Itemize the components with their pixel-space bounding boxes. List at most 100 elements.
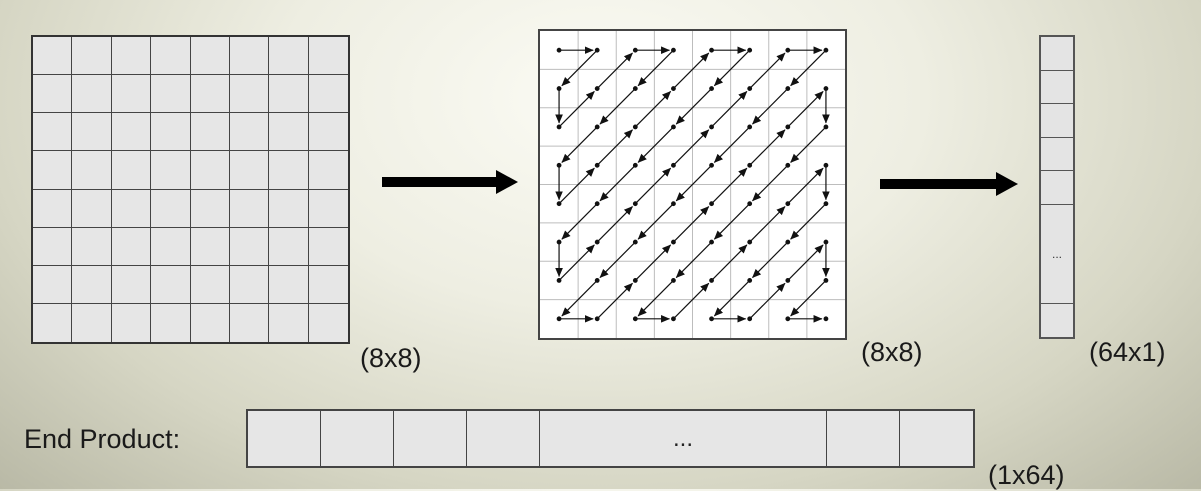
grid-cell	[33, 37, 73, 76]
column-vector-64x1: ...	[1039, 35, 1075, 339]
zigzag-arrow	[558, 90, 595, 128]
zigzag-arrow	[561, 126, 598, 163]
zigzag-arrow	[790, 203, 827, 240]
grid-cell	[308, 75, 348, 114]
grid-cell	[269, 303, 309, 342]
zigzag-arrow	[596, 129, 633, 166]
scan-point	[785, 278, 791, 283]
zigzag-arrow	[634, 167, 672, 205]
grid-cell	[111, 265, 152, 304]
grid-cell	[111, 75, 152, 114]
vector-cell	[1041, 171, 1073, 205]
grid-cell	[33, 303, 73, 342]
scan-point	[785, 124, 791, 130]
vector-cell	[1041, 304, 1073, 337]
grid-cell	[111, 227, 152, 266]
scan-point	[709, 162, 714, 168]
grid-cell	[190, 113, 230, 152]
scan-point	[785, 162, 791, 168]
zigzag-arrow	[711, 244, 748, 281]
scan-point	[671, 124, 676, 130]
scan-point	[785, 239, 791, 245]
zigzag-arrow	[749, 282, 786, 320]
scan-point	[632, 47, 638, 53]
zigzag-arrow	[561, 203, 598, 240]
grid-cell	[229, 151, 270, 190]
scan-point	[747, 239, 753, 245]
scan-point	[785, 86, 791, 91]
scan-point	[709, 47, 714, 53]
zigzag-arrow	[637, 203, 674, 240]
grid-cell	[33, 75, 73, 114]
grid-cell	[151, 189, 191, 228]
zigzag-arrow	[637, 49, 674, 87]
grid-cell	[151, 151, 191, 190]
grid-cell	[308, 37, 348, 76]
input-grid-dimension-label: (8x8)	[360, 343, 422, 373]
grid-cell	[190, 75, 230, 114]
zigzag-scan-grid	[538, 29, 847, 340]
grid-cell	[230, 303, 270, 342]
grid-cell	[33, 227, 73, 266]
scan-point	[671, 278, 676, 283]
zigzag-arrow	[673, 206, 710, 243]
grid-cell	[229, 37, 270, 76]
grid-cell	[190, 151, 230, 190]
row-vector-1x64: ...	[246, 409, 975, 468]
zigzag-arrow	[599, 164, 636, 202]
scan-point	[556, 239, 562, 245]
scan-point	[556, 278, 562, 283]
zigzag-arrow	[558, 244, 595, 281]
zigzag-arrow	[787, 167, 824, 205]
grid-cell	[72, 75, 112, 114]
zigzag-arrow	[787, 244, 824, 281]
scan-point	[785, 47, 791, 53]
grid-cell	[72, 265, 112, 304]
scan-point	[747, 278, 753, 283]
end-product-title: End Product:	[24, 424, 181, 454]
zigzag-arrow	[711, 167, 748, 205]
grid-cell	[229, 227, 270, 266]
scan-point	[747, 162, 753, 168]
scan-point	[632, 239, 638, 245]
scan-point	[594, 86, 600, 91]
zigzag-arrow	[749, 206, 786, 243]
grid-cell	[151, 227, 191, 266]
grid-cell	[33, 265, 73, 304]
scan-point	[747, 47, 753, 53]
grid-cell	[72, 37, 112, 76]
zigzag-arrow	[673, 282, 710, 320]
row-cell	[827, 411, 900, 466]
zigzag-arrow	[713, 126, 751, 163]
scan-point	[671, 201, 676, 207]
zigzag-arrow	[749, 52, 786, 89]
scan-point	[671, 47, 676, 53]
grid-cell	[308, 113, 348, 152]
grid-cell	[190, 265, 230, 304]
grid-cell	[269, 75, 309, 114]
zigzag-arrow	[713, 280, 751, 317]
vector-cell	[1041, 71, 1073, 104]
zigzag-arrow	[790, 49, 827, 87]
scan-point	[671, 162, 676, 168]
zigzag-arrow	[637, 126, 674, 163]
right-arrow-icon	[382, 170, 518, 194]
grid-cell	[269, 189, 309, 228]
grid-cell	[309, 304, 348, 342]
vector-ellipsis: ...	[1041, 205, 1073, 304]
scan-point	[785, 316, 791, 322]
grid-cell	[111, 189, 152, 228]
scan-point	[823, 124, 829, 130]
grid-cell	[229, 75, 270, 114]
grid-cell	[72, 303, 112, 342]
grid-cell	[308, 228, 348, 266]
scan-point	[632, 201, 638, 207]
zigzag-arrow	[790, 126, 827, 163]
grid-cell	[190, 37, 230, 76]
grid-cell	[229, 113, 270, 152]
zigzag-arrow	[561, 280, 598, 317]
zigzag-arrow	[752, 164, 789, 202]
vector-cell	[1041, 138, 1073, 171]
grid-cell	[269, 113, 309, 152]
scan-point	[823, 278, 829, 283]
